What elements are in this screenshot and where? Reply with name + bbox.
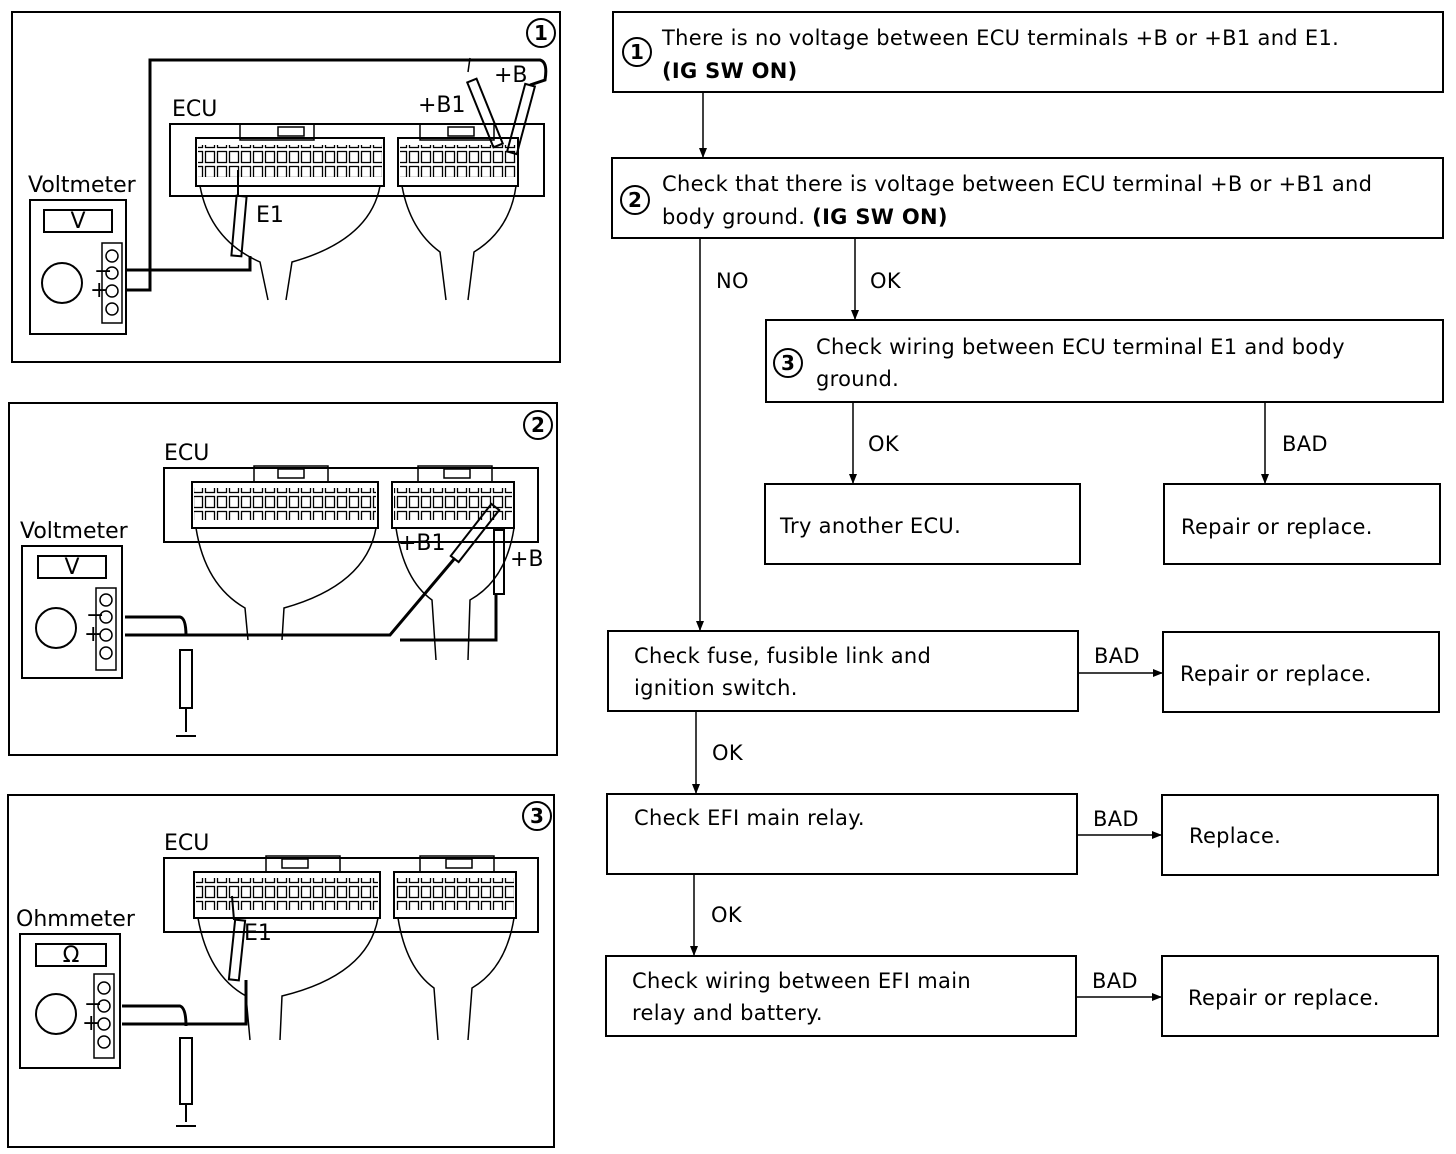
panel-3-number: 3	[530, 804, 544, 828]
voltmeter-label: Voltmeter	[28, 173, 137, 198]
panel-2: 2 V − + Voltmeter ECU +B1 +B	[8, 402, 558, 756]
term-b-label: +B	[494, 63, 528, 88]
probe-e1	[230, 194, 248, 258]
try-ecu-box	[764, 483, 1081, 565]
connector-left	[195, 137, 385, 187]
repair-box-2	[1162, 631, 1440, 713]
label-no: NO	[716, 269, 749, 293]
term-b-label: +B	[510, 547, 544, 572]
voltmeter-display	[43, 209, 113, 233]
connector-right-pins	[400, 145, 516, 177]
fuse-box	[607, 630, 1079, 712]
repair-box-1	[1163, 483, 1441, 565]
ohmmeter-label: Ohmmeter	[16, 907, 136, 932]
step2-line2b: (IG SW ON)	[812, 205, 948, 229]
probe-e1	[227, 918, 247, 982]
wire-neg	[125, 256, 252, 272]
label-ok-3: OK	[712, 741, 744, 765]
panel-1-frame	[11, 11, 561, 363]
repair-box-3	[1161, 955, 1439, 1037]
step1-line1: There is no voltage between ECU terminal…	[661, 26, 1339, 50]
repair-text-1: Repair or replace.	[1181, 515, 1373, 539]
voltmeter-symbol: V	[64, 555, 79, 580]
fuse-line2: ignition switch.	[634, 676, 798, 700]
label-ok-4: OK	[711, 903, 743, 927]
label-bad-2: BAD	[1094, 644, 1140, 668]
panel-1-number: 1	[534, 21, 548, 45]
ecu-label: ECU	[164, 441, 209, 466]
voltmeter-body	[21, 545, 123, 679]
ecu-body	[163, 467, 539, 543]
harness-right	[401, 185, 517, 301]
label-ok-1: OK	[870, 269, 902, 293]
panel-1-number-circle	[526, 18, 556, 48]
term-b1-label: +B1	[418, 93, 466, 118]
svg-text:−: −	[84, 992, 102, 1017]
latch-left	[239, 123, 315, 141]
panel-3: 3 Ω − + Ohmmeter ECU E1	[7, 794, 555, 1148]
voltmeter-symbol: V	[70, 209, 85, 234]
connector-left-pins	[198, 145, 382, 177]
panel-2-number: 2	[531, 413, 545, 437]
svg-text:body ground. (IG SW ON): body ground. (IG SW ON)	[662, 205, 948, 229]
ground-probe	[179, 1037, 193, 1105]
voltmeter-body	[29, 199, 127, 335]
replace-box	[1161, 794, 1439, 876]
wiring-line1: Check wiring between EFI main	[632, 969, 971, 993]
step1-box	[612, 11, 1444, 93]
flowchart: 1 There is no voltage between ECU termin…	[605, 11, 1444, 1037]
probe-b1	[465, 77, 505, 149]
svg-text:+: +	[90, 278, 108, 303]
harness-left	[199, 185, 381, 301]
fuse-line1: Check fuse, fusible link and	[634, 644, 931, 668]
svg-text:−: −	[86, 603, 104, 628]
voltmeter-dial	[41, 262, 83, 304]
step3-number: 3	[781, 351, 795, 375]
ohmmeter-symbol: Ω	[63, 943, 80, 968]
try-ecu-text: Try another ECU.	[779, 514, 961, 538]
ecu-body	[169, 123, 545, 197]
term-e1-label: E1	[256, 203, 284, 228]
label-bad-1: BAD	[1282, 432, 1328, 456]
ecu-body	[163, 857, 539, 933]
connector-right	[397, 137, 519, 187]
wiring-line2: relay and battery.	[632, 1001, 823, 1025]
probe-b	[493, 529, 505, 595]
repair-text-3: Repair or replace.	[1188, 986, 1380, 1010]
step2-line1: Check that there is voltage between ECU …	[662, 172, 1372, 196]
term-b1-label: +B1	[398, 531, 446, 556]
step3-line2: ground.	[816, 367, 899, 391]
label-bad-3: BAD	[1093, 807, 1139, 831]
wire-pos	[125, 58, 548, 292]
label-bad-4: BAD	[1092, 969, 1138, 993]
svg-text:−: −	[94, 259, 112, 284]
step3-line1: Check wiring between ECU terminal E1 and…	[816, 335, 1345, 359]
step1-number: 1	[630, 40, 644, 64]
step3-box	[765, 319, 1444, 403]
panel-3-frame	[7, 794, 555, 1148]
term-e1-label: E1	[244, 921, 272, 946]
ecu-label: ECU	[164, 831, 209, 856]
step1-line2: (IG SW ON)	[662, 59, 798, 83]
ecu-label: ECU	[172, 97, 217, 122]
latch-right	[419, 123, 495, 141]
label-ok-2: OK	[868, 432, 900, 456]
panel-2-frame	[8, 402, 558, 756]
probe-b	[505, 82, 537, 156]
step2-box	[611, 157, 1444, 239]
svg-text:+: +	[84, 622, 102, 647]
replace-text: Replace.	[1189, 824, 1281, 848]
ohmmeter-body	[19, 933, 121, 1069]
step2-number: 2	[628, 188, 642, 212]
voltmeter-label: Voltmeter	[20, 519, 129, 544]
panel-1: 1 V − + Voltmeter ECU	[11, 11, 561, 363]
ground-probe	[179, 649, 193, 709]
step2-line2a: body ground.	[662, 205, 812, 229]
relay-text: Check EFI main relay.	[634, 806, 865, 830]
relay-box	[606, 793, 1078, 875]
wiring-box	[605, 955, 1077, 1037]
repair-text-2: Repair or replace.	[1180, 662, 1372, 686]
svg-text:+: +	[82, 1011, 100, 1036]
